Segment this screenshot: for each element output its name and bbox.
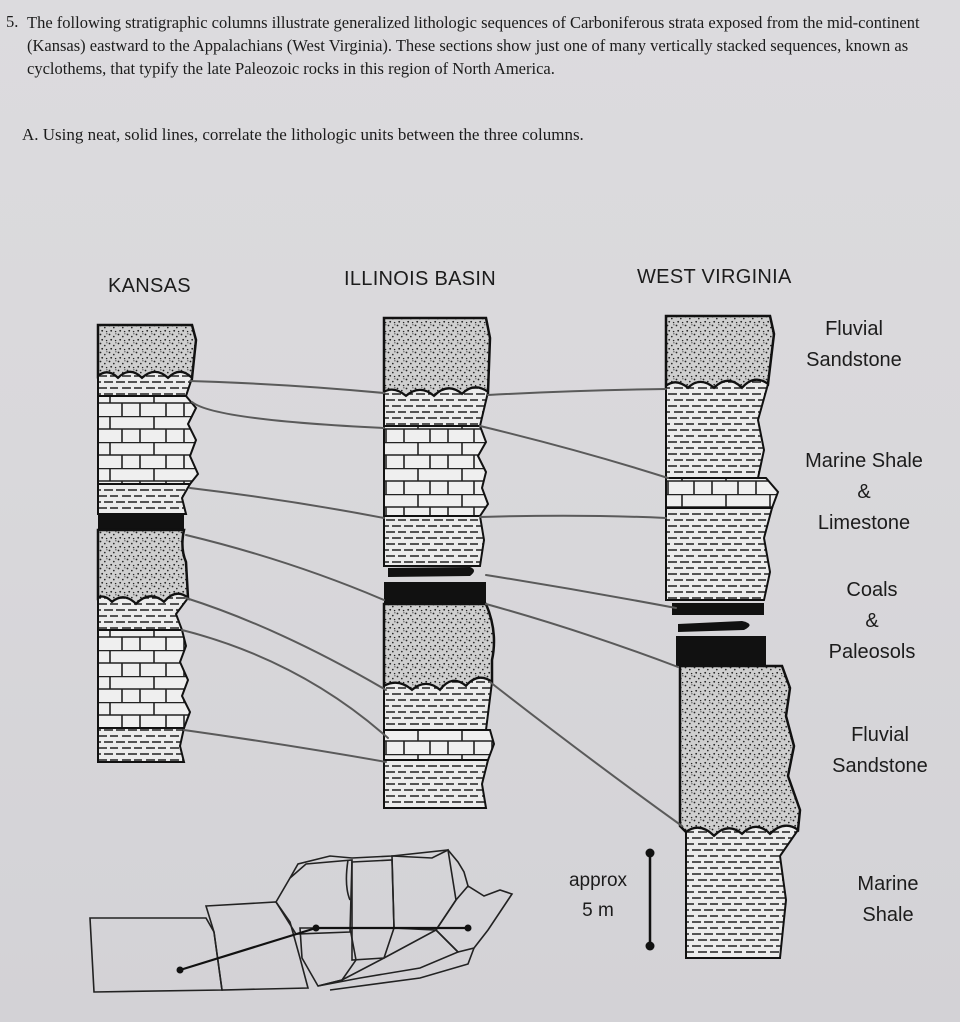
label-line: &: [865, 610, 879, 632]
label-line: Sandstone: [832, 755, 928, 777]
map-point-illinois: [312, 924, 320, 932]
correlation-line: [485, 574, 677, 609]
wv-shale-upper: [665, 378, 770, 479]
label-line: Limestone: [817, 512, 911, 534]
map-state-iowa: [275, 859, 353, 935]
kansas-shale-lower: [97, 592, 190, 631]
wv-limestone: [665, 477, 780, 509]
label-line: Coals: [846, 579, 898, 601]
correlation-lines: [181, 380, 683, 827]
inset-location-map: [89, 848, 514, 993]
kansas-shale-mid: [97, 483, 192, 515]
illinois-limestone: [383, 425, 490, 517]
scale-bar: [645, 848, 655, 951]
illinois-shale-lower: [383, 676, 494, 731]
label-marine-shale: Marine Shale: [834, 869, 942, 931]
kansas-sandstone-upper: [96, 323, 198, 381]
map-state-west-virginia: [434, 884, 514, 953]
wv-sandstone-lower: [678, 664, 802, 838]
label-marine-shale-limestone: Marine Shale & Limestone: [790, 446, 938, 539]
kansas-shale-upper: [97, 371, 194, 397]
correlation-line: [485, 603, 679, 668]
wv-sandstone-upper: [664, 314, 776, 390]
correlation-line: [479, 425, 669, 479]
map-point-kansas: [176, 966, 184, 974]
map-upper-outline: [289, 849, 469, 887]
kansas-coal: [98, 514, 184, 530]
map-state-ohio: [391, 848, 457, 931]
column-title-kansas: KANSAS: [108, 275, 191, 297]
column-title-illinois: ILLINOIS BASIN: [344, 268, 497, 290]
scale-label-line1: approx: [568, 870, 628, 891]
kansas-limestone-lower: [97, 629, 192, 729]
scale-label-line2: 5 m: [582, 900, 614, 921]
correlation-line: [189, 380, 385, 394]
illinois-coal-thin: [388, 567, 474, 577]
illinois-sandstone-upper: [382, 316, 492, 398]
scale-label: approx 5 m: [556, 866, 640, 926]
wv-coal-lens: [678, 621, 750, 632]
map-state-kansas: [89, 917, 223, 993]
illinois-sandstone-lower: [382, 602, 496, 692]
kansas-shale-base: [97, 727, 186, 763]
correlation-line: [185, 534, 385, 601]
part-a-instruction: A. Using neat, solid lines, correlate th…: [22, 125, 584, 144]
map-state-kentucky: [317, 929, 460, 987]
kansas-limestone-upper: [97, 395, 200, 485]
west-virginia-column: [664, 314, 802, 959]
correlation-line: [479, 514, 667, 519]
correlation-line: [181, 629, 389, 739]
illinois-shale-mid: [383, 515, 486, 567]
label-line: Fluvial: [825, 318, 883, 340]
question-text: The following stratigraphic columns illu…: [27, 13, 920, 78]
label-line: Fluvial: [851, 724, 909, 746]
map-lake-michigan: [345, 859, 351, 901]
label-line: Shale: [862, 904, 914, 926]
kansas-sandstone-lower: [96, 528, 190, 606]
illinois-shale-upper: [383, 386, 490, 427]
label-line: Paleosols: [828, 641, 916, 663]
map-point-west-virginia: [464, 924, 472, 932]
map-state-tennessee: [329, 947, 475, 991]
label-fluvial-sandstone-top: Fluvial Sandstone: [798, 314, 910, 376]
illinois-column: [382, 316, 496, 809]
correlation-line: [487, 388, 667, 396]
correlation-line: [185, 597, 387, 691]
map-state-indiana: [351, 859, 395, 961]
question-number: 5.: [6, 12, 19, 31]
illinois-coal-thick: [384, 582, 486, 604]
label-line: &: [857, 481, 871, 503]
illinois-shale-base: [383, 759, 490, 809]
correlation-line: [489, 681, 683, 827]
wv-coal-thick: [676, 636, 766, 666]
correlation-line: [191, 401, 385, 429]
kansas-column: [96, 323, 200, 763]
label-line: Marine Shale: [805, 450, 923, 472]
label-coals-paleosols: Coals & Paleosols: [816, 575, 928, 668]
wv-coal-thin: [672, 603, 764, 615]
map-transect: [176, 924, 472, 974]
correlation-line: [183, 729, 387, 763]
illinois-limestone-thin: [383, 729, 496, 761]
correlation-line: [189, 487, 385, 519]
label-line: Marine: [857, 873, 919, 895]
column-title-west-virginia: WEST VIRGINIA: [637, 266, 792, 288]
label-fluvial-sandstone-lower: Fluvial Sandstone: [822, 720, 938, 782]
wv-shale-mid: [665, 507, 774, 601]
wv-shale-base: [685, 824, 800, 959]
label-line: Sandstone: [806, 349, 902, 371]
